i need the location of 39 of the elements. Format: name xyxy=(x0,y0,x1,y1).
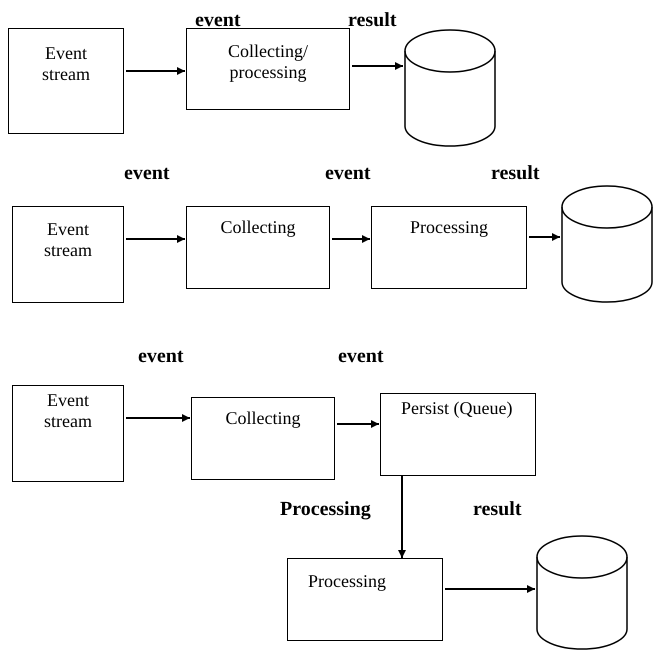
flow-label: event xyxy=(138,345,184,367)
box-text: Collecting xyxy=(220,216,296,238)
arrow xyxy=(332,235,370,243)
box-text: Event stream xyxy=(41,42,91,85)
box-text: Processing xyxy=(410,216,488,238)
process-box xyxy=(8,28,124,134)
arrow xyxy=(337,420,379,428)
process-box xyxy=(287,558,443,641)
arrow xyxy=(352,62,403,70)
flow-label: event xyxy=(124,162,170,184)
box-text: Event stream xyxy=(43,218,93,261)
arrow xyxy=(126,67,185,75)
database-cylinder xyxy=(404,30,496,147)
arrow xyxy=(126,414,190,422)
box-text: Event stream xyxy=(43,389,93,432)
process-box xyxy=(191,397,335,480)
flow-label: result xyxy=(348,9,397,31)
process-box xyxy=(12,385,124,482)
box-text: Persist (Queue) xyxy=(400,397,512,419)
process-box xyxy=(371,206,527,289)
box-text: Collecting xyxy=(226,407,300,429)
arrow xyxy=(126,235,185,243)
arrow xyxy=(529,233,560,241)
process-box xyxy=(380,393,536,476)
database-cylinder xyxy=(536,536,628,650)
flow-label: result xyxy=(491,162,540,184)
flow-label: Processing xyxy=(280,498,371,520)
process-box xyxy=(186,28,350,110)
flow-label: event xyxy=(338,345,384,367)
arrow xyxy=(398,476,406,558)
process-box xyxy=(12,206,124,303)
box-text: Collecting/ processing xyxy=(227,40,309,83)
flow-label: event xyxy=(195,9,241,31)
database-cylinder xyxy=(561,186,653,303)
process-box xyxy=(186,206,330,289)
arrow xyxy=(445,585,535,593)
flow-label: result xyxy=(473,498,522,520)
flow-label: event xyxy=(325,162,371,184)
box-text: Processing xyxy=(307,570,386,592)
